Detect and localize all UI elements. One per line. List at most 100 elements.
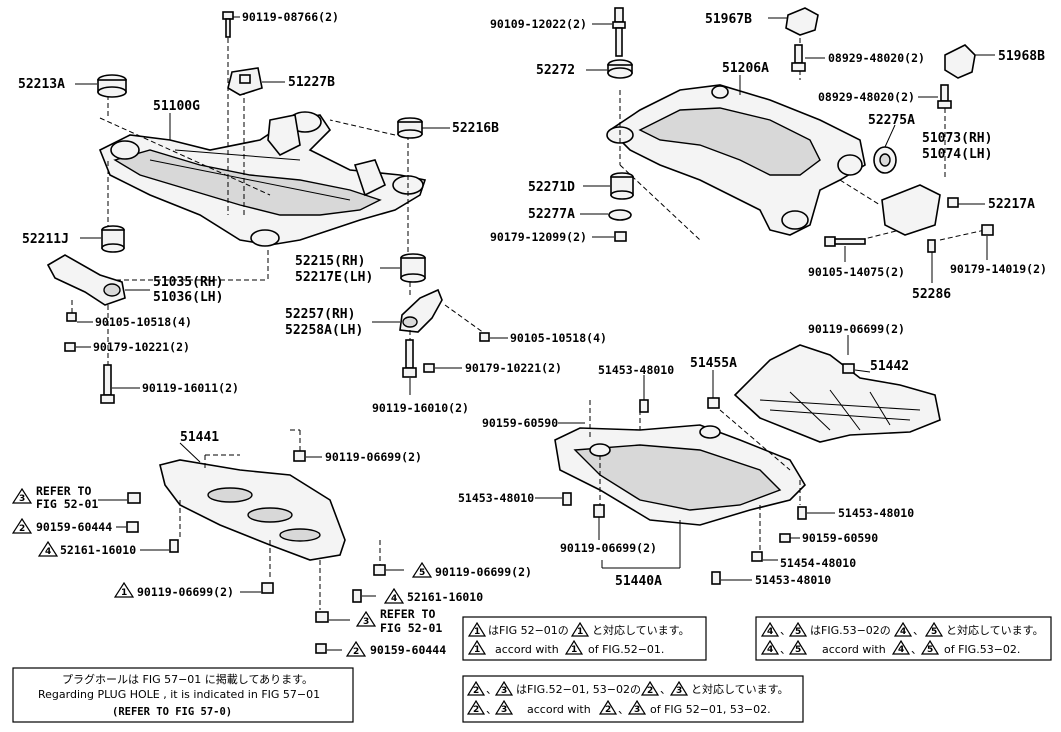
note-plug-jp: プラグホールは FIG 57−01 に掲載してあります。 <box>62 672 313 686</box>
svg-text:2: 2 <box>605 705 611 715</box>
bolt-90119-06699-l1 <box>293 450 322 462</box>
rear-member-51206A <box>606 75 866 236</box>
label-51074: 51074(LH) <box>922 147 992 162</box>
svg-text:2: 2 <box>353 647 359 657</box>
label-90159-60590-b: 90159-60590 <box>802 531 878 545</box>
svg-text:、: 、 <box>486 683 497 696</box>
svg-text:4: 4 <box>767 645 773 655</box>
bolt-51453-48010-d <box>711 571 752 585</box>
label-51227B: 51227B <box>288 75 335 90</box>
svg-text:1: 1 <box>474 645 480 655</box>
svg-text:2: 2 <box>19 524 25 534</box>
label-52275A: 52275A <box>868 113 915 128</box>
note-triangle-4-5: 4 、 5 はFIG.53−02の 4 、 5 と対応しています。 4 、 5 … <box>755 616 1052 661</box>
triangle-4-a: 4 <box>37 540 59 557</box>
label-51455A: 51455A <box>690 356 737 371</box>
svg-text:3: 3 <box>19 494 25 504</box>
label-52216B: 52216B <box>452 121 499 136</box>
cover-51440A-bracket <box>601 520 681 569</box>
triangle-3-b: 3 <box>355 610 377 627</box>
label-90105-10518-right: 90105-10518(4) <box>510 331 607 345</box>
bolt-51453-48010-a <box>639 375 649 413</box>
label-51440A: 51440A <box>615 574 662 589</box>
label-52271D: 52271D <box>528 180 575 195</box>
label-08929-48020-b: 08929-48020(2) <box>818 90 915 104</box>
cover-51441 <box>159 429 381 610</box>
label-52215: 52215(RH) <box>295 254 365 269</box>
bolt-08929-48020-a <box>791 44 825 72</box>
svg-text:、: 、 <box>911 643 922 656</box>
svg-text:4: 4 <box>45 547 51 557</box>
svg-text:1: 1 <box>121 588 127 598</box>
label-52257: 52257(RH) <box>285 307 355 322</box>
label-52272: 52272 <box>536 63 575 78</box>
note-triangle-2-3: 2 、 3 はFIG.52−01, 53−02の 2 、 3 と対応しています。… <box>462 675 804 723</box>
bracket-51967B <box>768 7 819 36</box>
bolt-90119-06699-l2 <box>240 582 274 594</box>
label-51453-48010-c: 51453-48010 <box>838 506 914 520</box>
svg-text:of FIG.53−02.: of FIG.53−02. <box>944 643 1020 656</box>
stud-90109-12022 <box>592 7 626 57</box>
cushion-52216B <box>397 117 450 139</box>
clip-90159-60444-b <box>315 643 342 654</box>
label-51206A: 51206A <box>722 61 769 76</box>
label-52213A: 52213A <box>18 77 65 92</box>
bolt-52161-16010-b <box>352 589 376 603</box>
label-51968B: 51968B <box>998 49 1045 64</box>
label-52211J: 52211J <box>22 232 69 247</box>
bolt-52286 <box>927 239 936 283</box>
label-90105-10518-left: 90105-10518(4) <box>95 315 192 329</box>
label-90119-06699-top: 90119-06699(2) <box>808 322 905 336</box>
label-51453-48010-d: 51453-48010 <box>755 573 831 587</box>
note-plug-ref: (REFER TO FIG 57-0) <box>112 706 232 718</box>
label-90179-14019: 90179-14019(2) <box>950 262 1047 276</box>
svg-text:4: 4 <box>767 627 773 637</box>
bolt-51455A <box>707 370 720 409</box>
bolt-90105-10518-left <box>66 300 93 323</box>
cushion-52271D <box>583 172 634 200</box>
svg-text:3: 3 <box>501 686 507 696</box>
label-52277A: 52277A <box>528 207 575 222</box>
cushion-52272 <box>586 59 633 79</box>
svg-text:1: 1 <box>577 627 583 637</box>
bolt-51453-48010-c <box>797 506 835 520</box>
triangle-2-a: 2 <box>11 517 33 534</box>
label-90159-60444-a: 90159-60444 <box>36 520 112 534</box>
label-52258A: 52258A(LH) <box>285 323 363 338</box>
svg-text:、: 、 <box>913 624 924 637</box>
svg-text:2: 2 <box>473 705 479 715</box>
svg-text:、: 、 <box>660 683 671 696</box>
label-90105-14075: 90105-14075(2) <box>808 265 905 279</box>
cover-51442 <box>733 335 941 443</box>
svg-text:3: 3 <box>676 686 682 696</box>
label-51453-48010-a: 51453-48010 <box>598 363 674 377</box>
label-90119-06699-m: 90119-06699(2) <box>560 541 657 555</box>
clip-90159-60590-b <box>779 533 800 543</box>
label-refer-to-a: REFER TO <box>36 484 91 498</box>
brace-51035 <box>46 254 150 306</box>
clip-90159-60444-a <box>116 521 139 533</box>
bolt-90119-06699-l3 <box>373 564 404 576</box>
svg-text:3: 3 <box>501 705 507 715</box>
svg-text:accord with: accord with <box>495 643 559 656</box>
svg-text:of FIG 52−01, 53−02.: of FIG 52−01, 53−02. <box>650 703 771 716</box>
bracket-51968B <box>944 44 995 79</box>
cushion-52213A <box>75 74 127 98</box>
label-52161-16010-b: 52161-16010 <box>407 590 483 604</box>
bracket-52217A <box>881 184 985 236</box>
label-51454-48010: 51454-48010 <box>780 556 856 570</box>
label-refer-to-b: REFER TO <box>380 607 435 621</box>
nut-90179-14019 <box>981 224 994 260</box>
svg-text:、: 、 <box>780 643 791 656</box>
label-90119-06699-l1: 90119-06699(2) <box>325 450 422 464</box>
cushion-52211J <box>80 225 125 253</box>
bolt-90105-10518-right <box>444 304 508 342</box>
label-52286: 52286 <box>912 287 951 302</box>
triangle-5-a: 5 <box>411 561 433 578</box>
svg-text:、: 、 <box>780 624 791 637</box>
svg-text:5: 5 <box>795 627 801 637</box>
svg-text:5: 5 <box>927 645 933 655</box>
note-triangle-1: 1 はFIG 52−01の 1 と対応しています。 1 accord with … <box>462 616 707 661</box>
label-fig-52-01-b: FIG 52-01 <box>380 621 442 635</box>
